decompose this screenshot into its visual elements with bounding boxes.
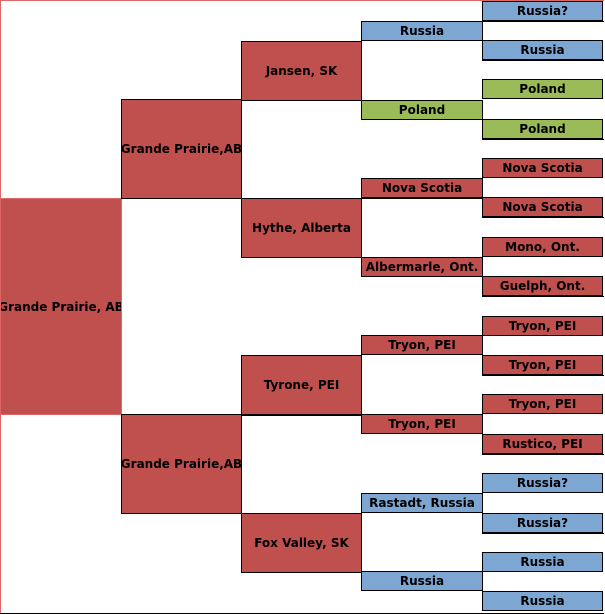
grandparent-3: Tyrone, PEI — [241, 355, 362, 415]
gg-grandparent-13: Russia? — [482, 473, 603, 493]
gg-grandparent-3: Poland — [482, 79, 603, 99]
gg-grandparent-5: Nova Scotia — [482, 158, 603, 178]
parent-2: Grande Prairie,AB — [121, 414, 242, 514]
great-grandparent-1: Russia — [361, 21, 483, 41]
great-grandparent-4: Albermarle, Ont. — [361, 257, 483, 277]
grandparent-4: Fox Valley, SK — [241, 513, 362, 573]
connector-line — [482, 217, 604, 218]
parent-1: Grande Prairie,AB — [121, 99, 242, 199]
connector-line — [482, 375, 604, 376]
connector-line — [241, 415, 362, 416]
gg-grandparent-14: Russia? — [482, 513, 603, 533]
great-grandparent-5: Tryon, PEI — [361, 335, 483, 355]
great-grandparent-7: Rastadt, Russia — [361, 493, 483, 513]
gg-grandparent-1: Russia? — [482, 1, 603, 21]
gg-grandparent-4: Poland — [482, 119, 603, 139]
great-grandparent-6: Tryon, PEI — [361, 414, 483, 434]
connector-line — [482, 454, 604, 455]
gg-grandparent-9: Tryon, PEI — [482, 316, 603, 336]
gg-grandparent-8: Guelph, Ont. — [482, 276, 603, 296]
gg-grandparent-15: Russia — [482, 552, 603, 572]
grandparent-2: Hythe, Alberta — [241, 198, 362, 258]
gg-grandparent-2: Russia — [482, 40, 603, 60]
gg-grandparent-6: Nova Scotia — [482, 197, 603, 217]
connector-line — [482, 139, 604, 140]
gg-grandparent-12: Rustico, PEI — [482, 434, 603, 454]
connector-line — [361, 198, 483, 199]
connector-line — [482, 296, 604, 297]
connector-line — [482, 21, 604, 22]
connector-line — [482, 533, 604, 534]
gg-grandparent-16: Russia — [482, 591, 603, 611]
gg-grandparent-10: Tryon, PEI — [482, 355, 603, 375]
root-person: Grande Prairie, AB — [0, 198, 122, 415]
gg-grandparent-11: Tryon, PEI — [482, 394, 603, 414]
connector-line — [361, 414, 483, 415]
connector-line — [482, 60, 604, 61]
great-grandparent-2: Poland — [361, 100, 483, 120]
grandparent-1: Jansen, SK — [241, 41, 362, 101]
great-grandparent-8: Russia — [361, 571, 483, 591]
great-grandparent-3: Nova Scotia — [361, 178, 483, 198]
gg-grandparent-7: Mono, Ont. — [482, 237, 603, 257]
